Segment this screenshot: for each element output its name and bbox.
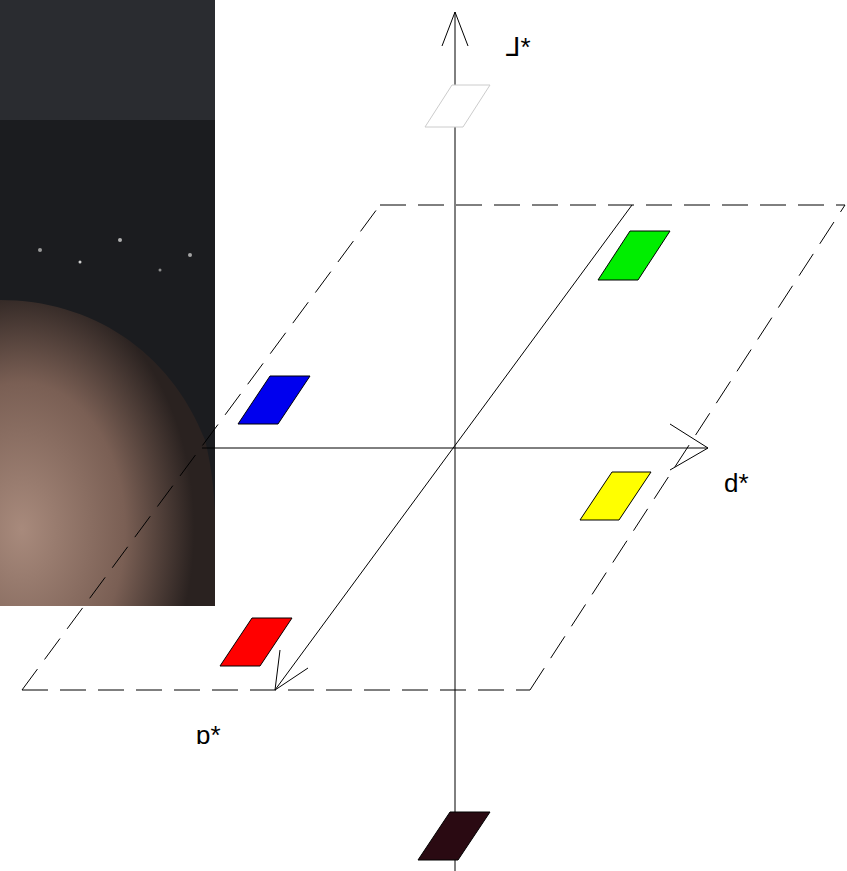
axis-label: ⅃* bbox=[506, 34, 531, 60]
color-patches bbox=[220, 85, 670, 860]
axes bbox=[202, 12, 708, 871]
gamut-plane bbox=[22, 205, 845, 690]
photo-fragment bbox=[0, 0, 215, 606]
axis-label: ɒ* bbox=[196, 722, 221, 748]
axis-label: d* bbox=[724, 470, 749, 496]
